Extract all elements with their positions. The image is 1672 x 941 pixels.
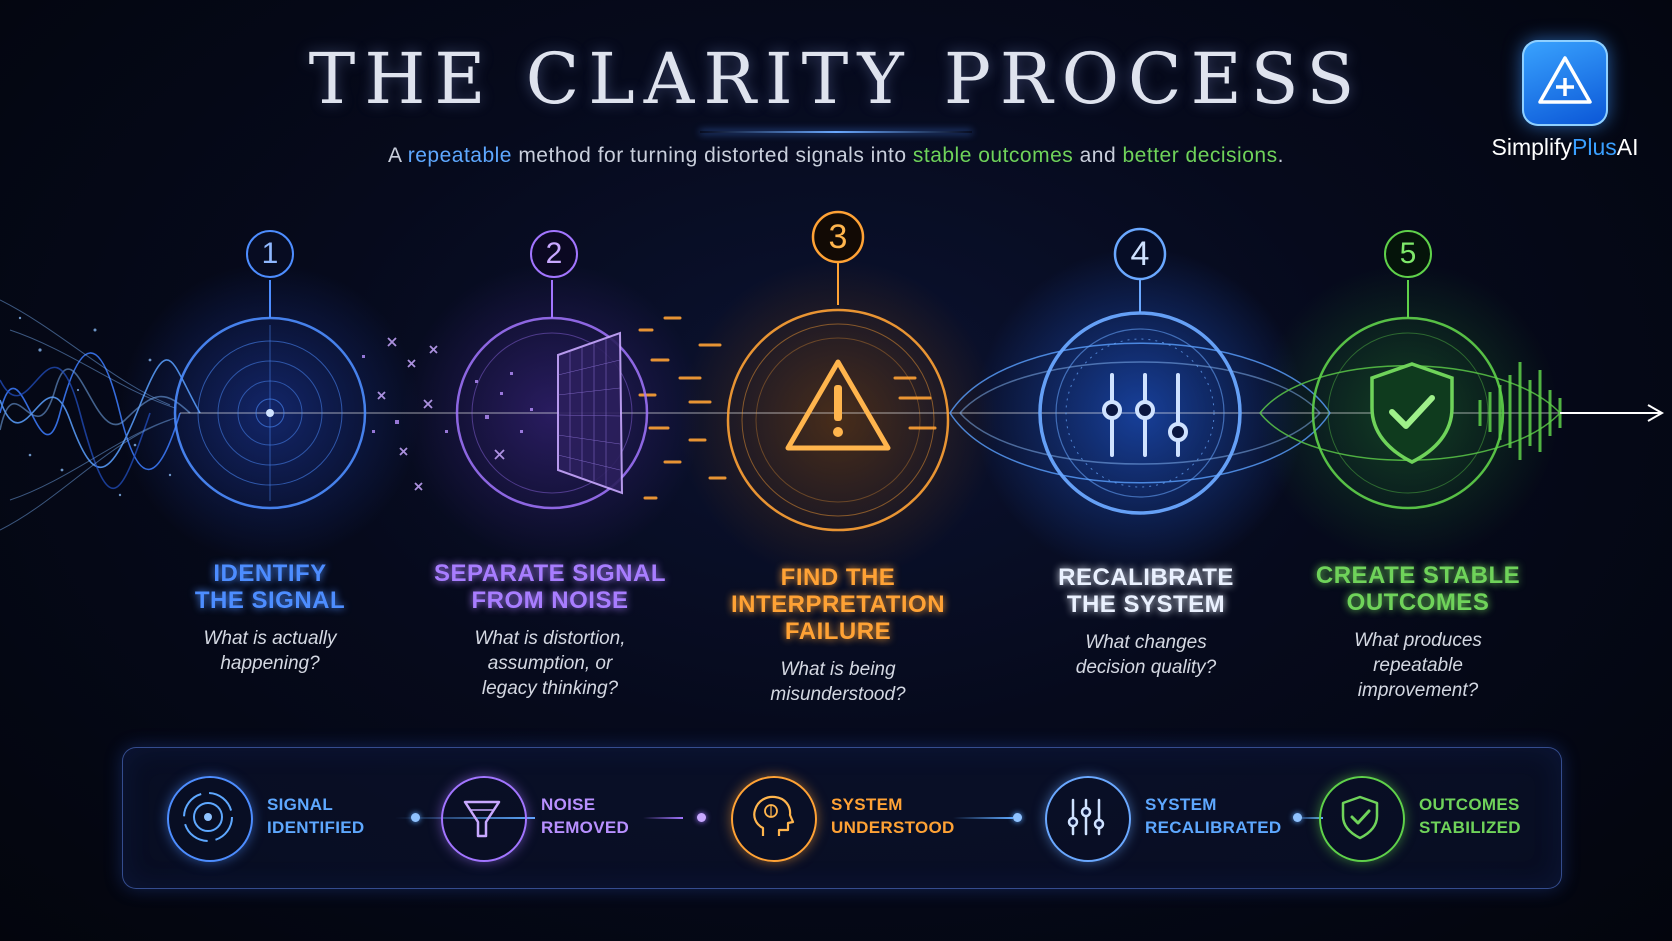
connector [953,817,1013,819]
step-question: What is distortion, assumption, or legac… [474,628,626,699]
shield-check-icon [1370,362,1454,464]
summary-label: SYSTEM RECALIBRATED [1145,795,1282,837]
step-question: What is actually happening? [203,628,337,674]
brain-head-icon [731,776,817,862]
brand-name: SimplifyPlusAI [1491,134,1639,160]
connector [1293,817,1323,819]
outcome-summary-panel: SIGNAL IDENTIFIED NOISE REMOVED SYSTEM U… [122,747,1562,889]
summary-label: SIGNAL IDENTIFIED [267,795,365,837]
step-4-number: 4 [1130,235,1150,273]
step-4: RECALIBRATE THE SYSTEM What changes deci… [1006,564,1286,680]
connector [643,817,683,819]
connector-dot [411,813,420,822]
radar-icon [167,776,253,862]
connector-dot [697,813,706,822]
filter-mesh-icon [557,331,624,495]
step-title: IDENTIFY THE SIGNAL [194,560,346,614]
title-underline [700,131,972,133]
step-title: FIND THE INTERPRETATION FAILURE [730,564,946,645]
step-2-number: 2 [545,237,563,270]
step-question: What produces repeatable improvement? [1354,630,1482,701]
funnel-icon [441,776,527,862]
summary-label: SYSTEM UNDERSTOOD [831,795,955,837]
brand-logo: SimplifyPlusAI [1467,40,1663,161]
step-3-number: 3 [828,218,848,256]
step-title: SEPARATE SIGNAL FROM NOISE [434,560,666,614]
shield-check-icon [1319,776,1405,862]
step-5-number: 5 [1399,237,1417,270]
triangle-plus-icon [1522,40,1608,126]
step-title: CREATE STABLE OUTCOMES [1315,562,1521,616]
page-title: THE CLARITY PROCESS [308,38,1364,120]
connector-dot [1013,813,1022,822]
warning-triangle-icon [785,359,891,451]
step-1: IDENTIFY THE SIGNAL What is actually hap… [130,560,410,676]
sliders-icon [1102,373,1188,457]
summary-label: NOISE REMOVED [541,795,630,837]
sliders-icon [1045,776,1131,862]
step-2: SEPARATE SIGNAL FROM NOISE What is disto… [410,560,690,701]
step-title: RECALIBRATE THE SYSTEM [1058,564,1234,618]
step-3: FIND THE INTERPRETATION FAILURE What is … [688,564,988,707]
step-question: What is being misunderstood? [770,659,906,705]
step-1-number: 1 [261,237,279,270]
step-question: What changes decision quality? [1075,632,1217,678]
connector-dot [1293,813,1302,822]
subtitle: A repeatable method for turning distorte… [388,144,1284,167]
step-5: CREATE STABLE OUTCOMES What produces rep… [1278,562,1558,703]
summary-label: OUTCOMES STABILIZED [1419,795,1521,837]
